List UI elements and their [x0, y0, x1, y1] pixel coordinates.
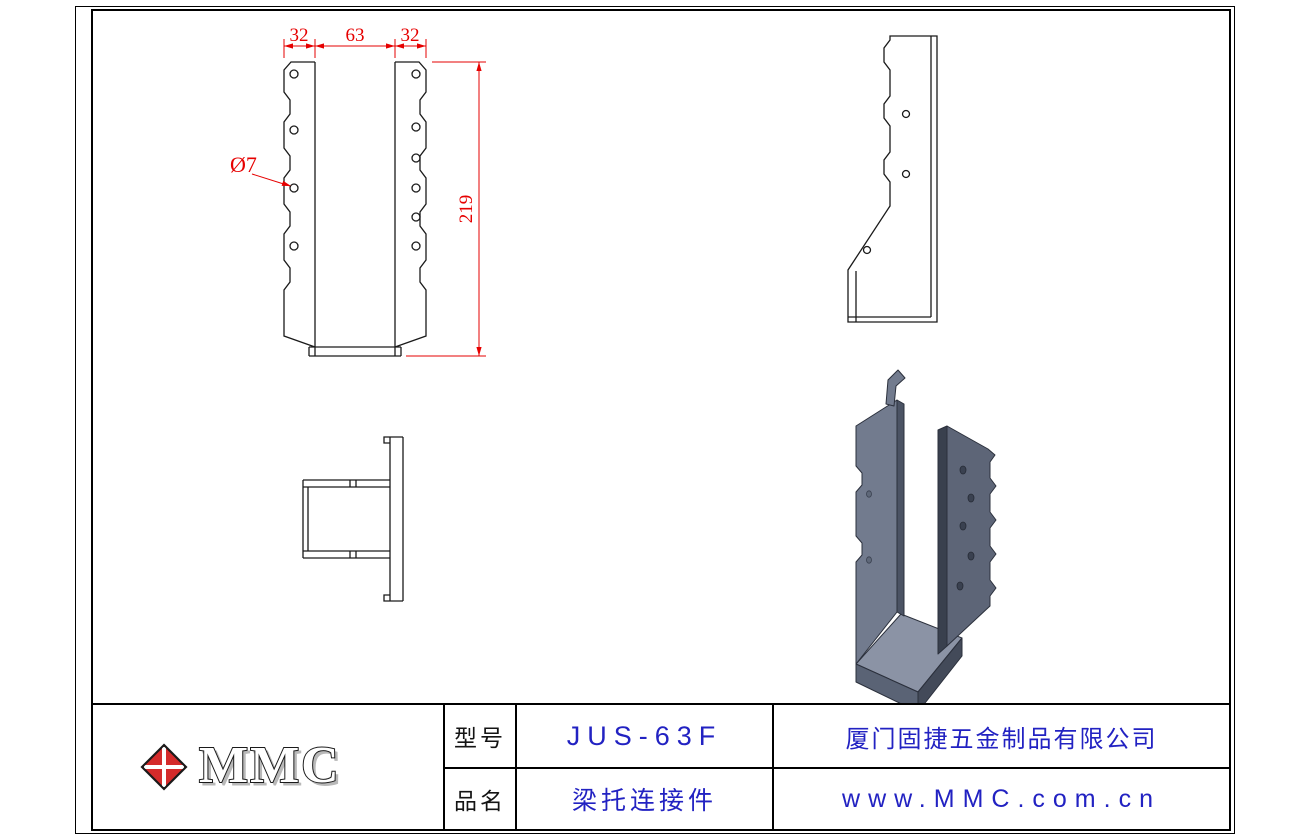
mmc-logo-text-shadow: MMC: [202, 740, 344, 797]
front-left-flange: [283, 61, 316, 348]
model-value: JUS-63F: [515, 705, 772, 767]
front-right-holes: [411, 69, 421, 251]
dim-width-center: 63: [346, 25, 365, 46]
dim-extension-lines: [283, 39, 486, 357]
side-holes: [862, 109, 911, 255]
product-label: 品名: [443, 767, 515, 829]
top-flange-strip: [383, 436, 404, 602]
front-right-flange: [394, 61, 427, 348]
side-outline: [847, 35, 938, 323]
side-view: [847, 35, 938, 323]
iso-right-plate-inner-edge: [937, 425, 948, 655]
iso-left-plate: [855, 399, 898, 665]
website: www.MMC.com.cn: [772, 767, 1229, 829]
front-seat: [308, 346, 402, 357]
mmc-logo-text: MMC: [199, 737, 341, 794]
mmc-logo-icon: [140, 743, 188, 791]
company-name: 厦门固捷五金制品有限公司: [772, 705, 1229, 767]
hole-callout-leader: [251, 173, 291, 187]
front-view: [283, 61, 427, 357]
iso-left-plate-holes: [866, 490, 872, 564]
front-view-dimensions: 32 63 32 219 Ø7: [230, 25, 486, 357]
top-view: [302, 436, 404, 602]
iso-view: [855, 369, 997, 713]
mmc-logo-wordmark: MMC MMC: [198, 736, 344, 798]
logo-cell: MMC MMC: [93, 705, 443, 829]
front-left-holes: [289, 69, 299, 251]
side-inner-lines: [848, 36, 932, 322]
product-value: 梁托连接件: [515, 767, 772, 829]
model-label: 型号: [443, 705, 515, 767]
iso-left-plate-edge: [896, 399, 905, 617]
iso-top-hook-tab: [885, 369, 906, 407]
hole-diameter-callout: Ø7: [230, 152, 257, 177]
title-block: MMC MMC 型号 JUS-63F 厦门固捷五金制品有限公司 品名 梁托连接件…: [93, 703, 1229, 829]
top-hole-marks: [349, 480, 357, 558]
dim-arrowheads: [281, 43, 482, 356]
dim-width-left: 32: [290, 25, 309, 46]
dim-height: 219: [456, 195, 477, 224]
iso-base-right-face: [917, 637, 963, 713]
iso-right-plate: [946, 425, 997, 647]
iso-right-plate-holes: [956, 465, 975, 591]
top-plate-lines: [302, 479, 390, 559]
dim-width-right: 32: [401, 25, 420, 46]
iso-seat-floor: [855, 613, 963, 693]
